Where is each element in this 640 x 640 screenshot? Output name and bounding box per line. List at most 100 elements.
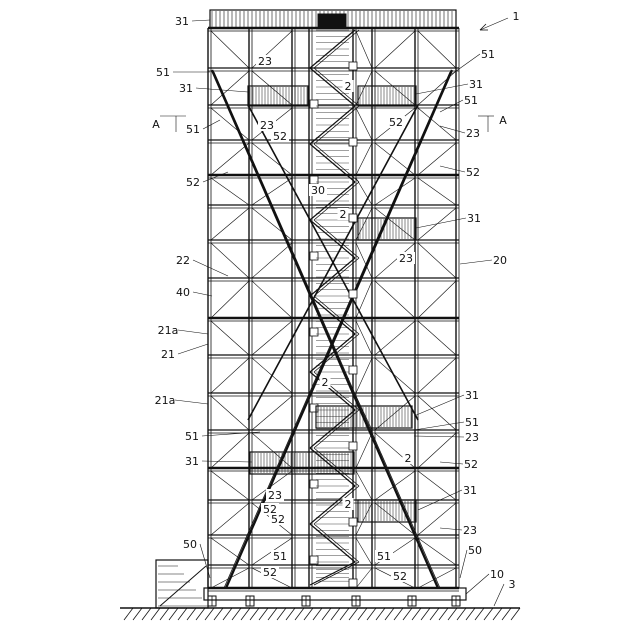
- main-cross-brace: [212, 70, 438, 588]
- right-callout-label: 52: [466, 166, 480, 179]
- ground-hatch: [187, 608, 196, 620]
- ground-hatch: [151, 608, 160, 620]
- bay-brace: [418, 31, 456, 68]
- ground-hatch: [304, 608, 313, 620]
- ground-hatch: [457, 608, 466, 620]
- stair-landing-post: [310, 404, 318, 412]
- ground-hatch: [133, 608, 142, 620]
- entry-stair: [156, 560, 208, 608]
- bay-brace: [356, 321, 372, 355]
- right-callout-label: 51: [465, 416, 479, 429]
- ground-hatch: [214, 608, 223, 620]
- callout-leader: [440, 166, 465, 172]
- ground-hatch: [502, 608, 511, 620]
- bay-brace: [375, 31, 415, 68]
- right-callout-label: 51: [464, 94, 478, 107]
- stair-landing-post: [349, 518, 357, 526]
- bay-brace: [211, 281, 249, 318]
- stair-landing-post: [310, 328, 318, 336]
- callout-leader: [202, 461, 252, 462]
- ground-hatch: [169, 608, 178, 620]
- section-mark-label: A: [499, 114, 507, 127]
- bay-brace: [211, 433, 249, 468]
- callout-leader: [440, 462, 463, 464]
- bay-brace: [211, 321, 249, 355]
- scaffold-structure: [120, 10, 520, 620]
- right-callout-label: 23: [465, 431, 479, 444]
- bay-brace: [356, 143, 372, 175]
- ground-hatch: [250, 608, 259, 620]
- ground-hatch: [430, 608, 439, 620]
- left-callout-label: 21a: [155, 394, 176, 407]
- bay-brace: [418, 281, 456, 318]
- stair-landing-post: [349, 579, 357, 587]
- bay-brace: [211, 503, 249, 535]
- bay-brace: [418, 471, 456, 500]
- right-callout-label: 23: [463, 524, 477, 537]
- bay-brace: [252, 281, 292, 318]
- bay-brace: [356, 31, 372, 68]
- section-mark-label: A: [152, 118, 160, 131]
- right-callout-label: 31: [465, 389, 479, 402]
- callout-leader: [175, 400, 208, 404]
- left-callout-label: 21a: [158, 324, 179, 337]
- ground-hatch: [466, 608, 475, 620]
- ground-hatch: [385, 608, 394, 620]
- bay-brace: [418, 178, 456, 205]
- bay-brace: [211, 178, 249, 205]
- inner-callout-label: 52: [263, 566, 277, 579]
- bay-brace: [211, 358, 249, 393]
- bay-brace: [418, 143, 456, 175]
- inner-callout-label: 23: [258, 55, 272, 68]
- inner-callout-label: 51: [273, 550, 287, 563]
- left-callout-label: 31: [179, 82, 193, 95]
- ground-hatch: [412, 608, 421, 620]
- callout-leader: [480, 18, 508, 30]
- ground-hatch: [367, 608, 376, 620]
- callout-leader: [192, 20, 210, 21]
- inner-callout-label: 52: [393, 570, 407, 583]
- right-callout-label: 31: [469, 78, 483, 91]
- ground-hatch: [511, 608, 520, 620]
- callout-leader: [178, 344, 208, 354]
- bay-brace: [211, 396, 249, 430]
- bay-brace: [252, 178, 292, 205]
- bay-brace: [211, 208, 249, 240]
- stair-landing-post: [310, 556, 318, 564]
- ground-hatch: [178, 608, 187, 620]
- callout-leader: [440, 100, 463, 112]
- left-callout-label: 31: [185, 455, 199, 468]
- entry-stair-stringer: [160, 566, 206, 606]
- left-callout-label: 52: [186, 176, 200, 189]
- stair-landing-post: [349, 138, 357, 146]
- ground-hatch: [475, 608, 484, 620]
- platform-handrail: [248, 86, 308, 106]
- ground-hatch: [358, 608, 367, 620]
- ground-hatch: [295, 608, 304, 620]
- right-callout-label: 51: [481, 48, 495, 61]
- left-callout-label: 40: [176, 286, 190, 299]
- ground-hatch: [277, 608, 286, 620]
- right-callout-label: 23: [466, 127, 480, 140]
- callout-leader: [460, 550, 467, 578]
- stair-landing-post: [310, 100, 318, 108]
- ground-hatch: [241, 608, 250, 620]
- callout-arrowhead: [480, 24, 486, 30]
- bay-brace: [211, 471, 249, 500]
- inner-callout-label: 30: [311, 184, 325, 197]
- bay-brace: [356, 568, 372, 588]
- left-callout-label: 51: [186, 123, 200, 136]
- callout-leader: [466, 574, 489, 594]
- top-hatch: [318, 14, 346, 28]
- callout-leader: [193, 260, 228, 276]
- inner-callout-label: 52: [389, 116, 403, 129]
- ground-hatch: [196, 608, 205, 620]
- ground-hatch: [421, 608, 430, 620]
- callout-leader: [203, 172, 228, 182]
- ground-hatch: [259, 608, 268, 620]
- ground-hatch: [376, 608, 385, 620]
- callout-leader: [193, 292, 212, 296]
- bay-brace: [211, 143, 249, 175]
- stair-landing-post: [349, 442, 357, 450]
